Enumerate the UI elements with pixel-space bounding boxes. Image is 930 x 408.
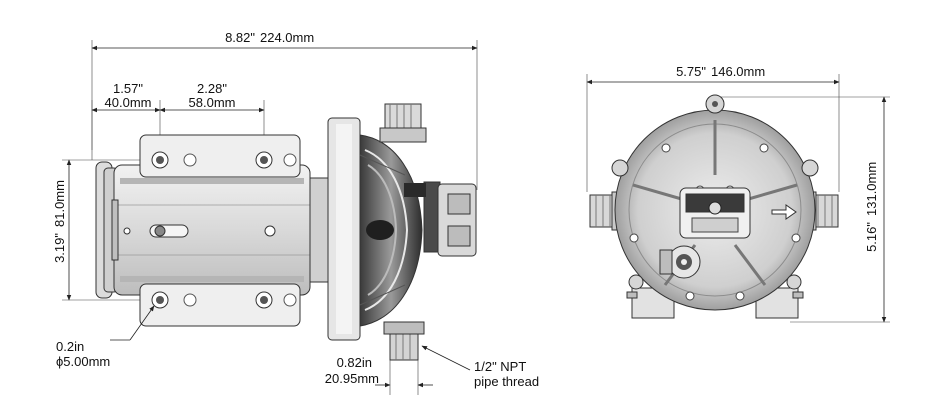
mount-height-mm: 81.0mm: [52, 180, 67, 227]
pipe-thread-callout: 1/2" NPT pipe thread: [421, 345, 539, 389]
port-length-inch: 0.82in: [337, 355, 372, 370]
hole-offset-inch: 1.57": [113, 81, 143, 96]
front-height-inch: 5.16": [864, 222, 879, 252]
overall-length-inch: 8.82": [225, 30, 255, 45]
front-width-mm: 146.0mm: [711, 64, 765, 79]
pipe-thread-size: 1/2" NPT: [474, 359, 526, 374]
mount-height-dimension: 3.19" 81.0mm: [52, 159, 160, 301]
pump-head: [359, 103, 477, 361]
hole-spacing-mm: 58.0mm: [189, 95, 236, 110]
port-length-mm: 20.95mm: [325, 371, 379, 386]
hole-diameter-mm: ϕ5.00mm: [56, 354, 110, 369]
overall-length-mm: 224.0mm: [260, 30, 314, 45]
front-view: 5.75" 146.0mm 5.16" 131.0mm: [586, 64, 890, 323]
pump-flange: [309, 117, 361, 341]
front-height-dimension: 5.16" 131.0mm: [720, 96, 890, 323]
front-height-mm: 131.0mm: [864, 162, 879, 216]
arrow-right-icon: [771, 204, 797, 220]
pipe-thread-type: pipe thread: [474, 374, 539, 389]
front-width-inch: 5.75": [676, 64, 706, 79]
hole-diameter-callout: 0.2in ϕ5.00mm: [56, 305, 155, 369]
hole-offset-dimension: 1.57" 40.0mm: [91, 81, 161, 160]
mounting-holes: [123, 151, 297, 309]
front-width-dimension: 5.75" 146.0mm: [586, 64, 840, 192]
port-length-dimension: 0.82in 20.95mm: [325, 355, 433, 395]
mount-height-inch: 3.19": [52, 233, 67, 263]
front-pump-head: [611, 94, 819, 311]
hole-offset-mm: 40.0mm: [105, 95, 152, 110]
overall-length-dimension: 8.82" 224.0mm: [91, 30, 478, 190]
motor-body: [95, 134, 311, 327]
side-view: 8.82" 224.0mm 1.57" 40.0mm 2.28" 58.0mm …: [52, 30, 539, 395]
hole-spacing-inch: 2.28": [197, 81, 227, 96]
hole-diameter-inch: 0.2in: [56, 339, 84, 354]
